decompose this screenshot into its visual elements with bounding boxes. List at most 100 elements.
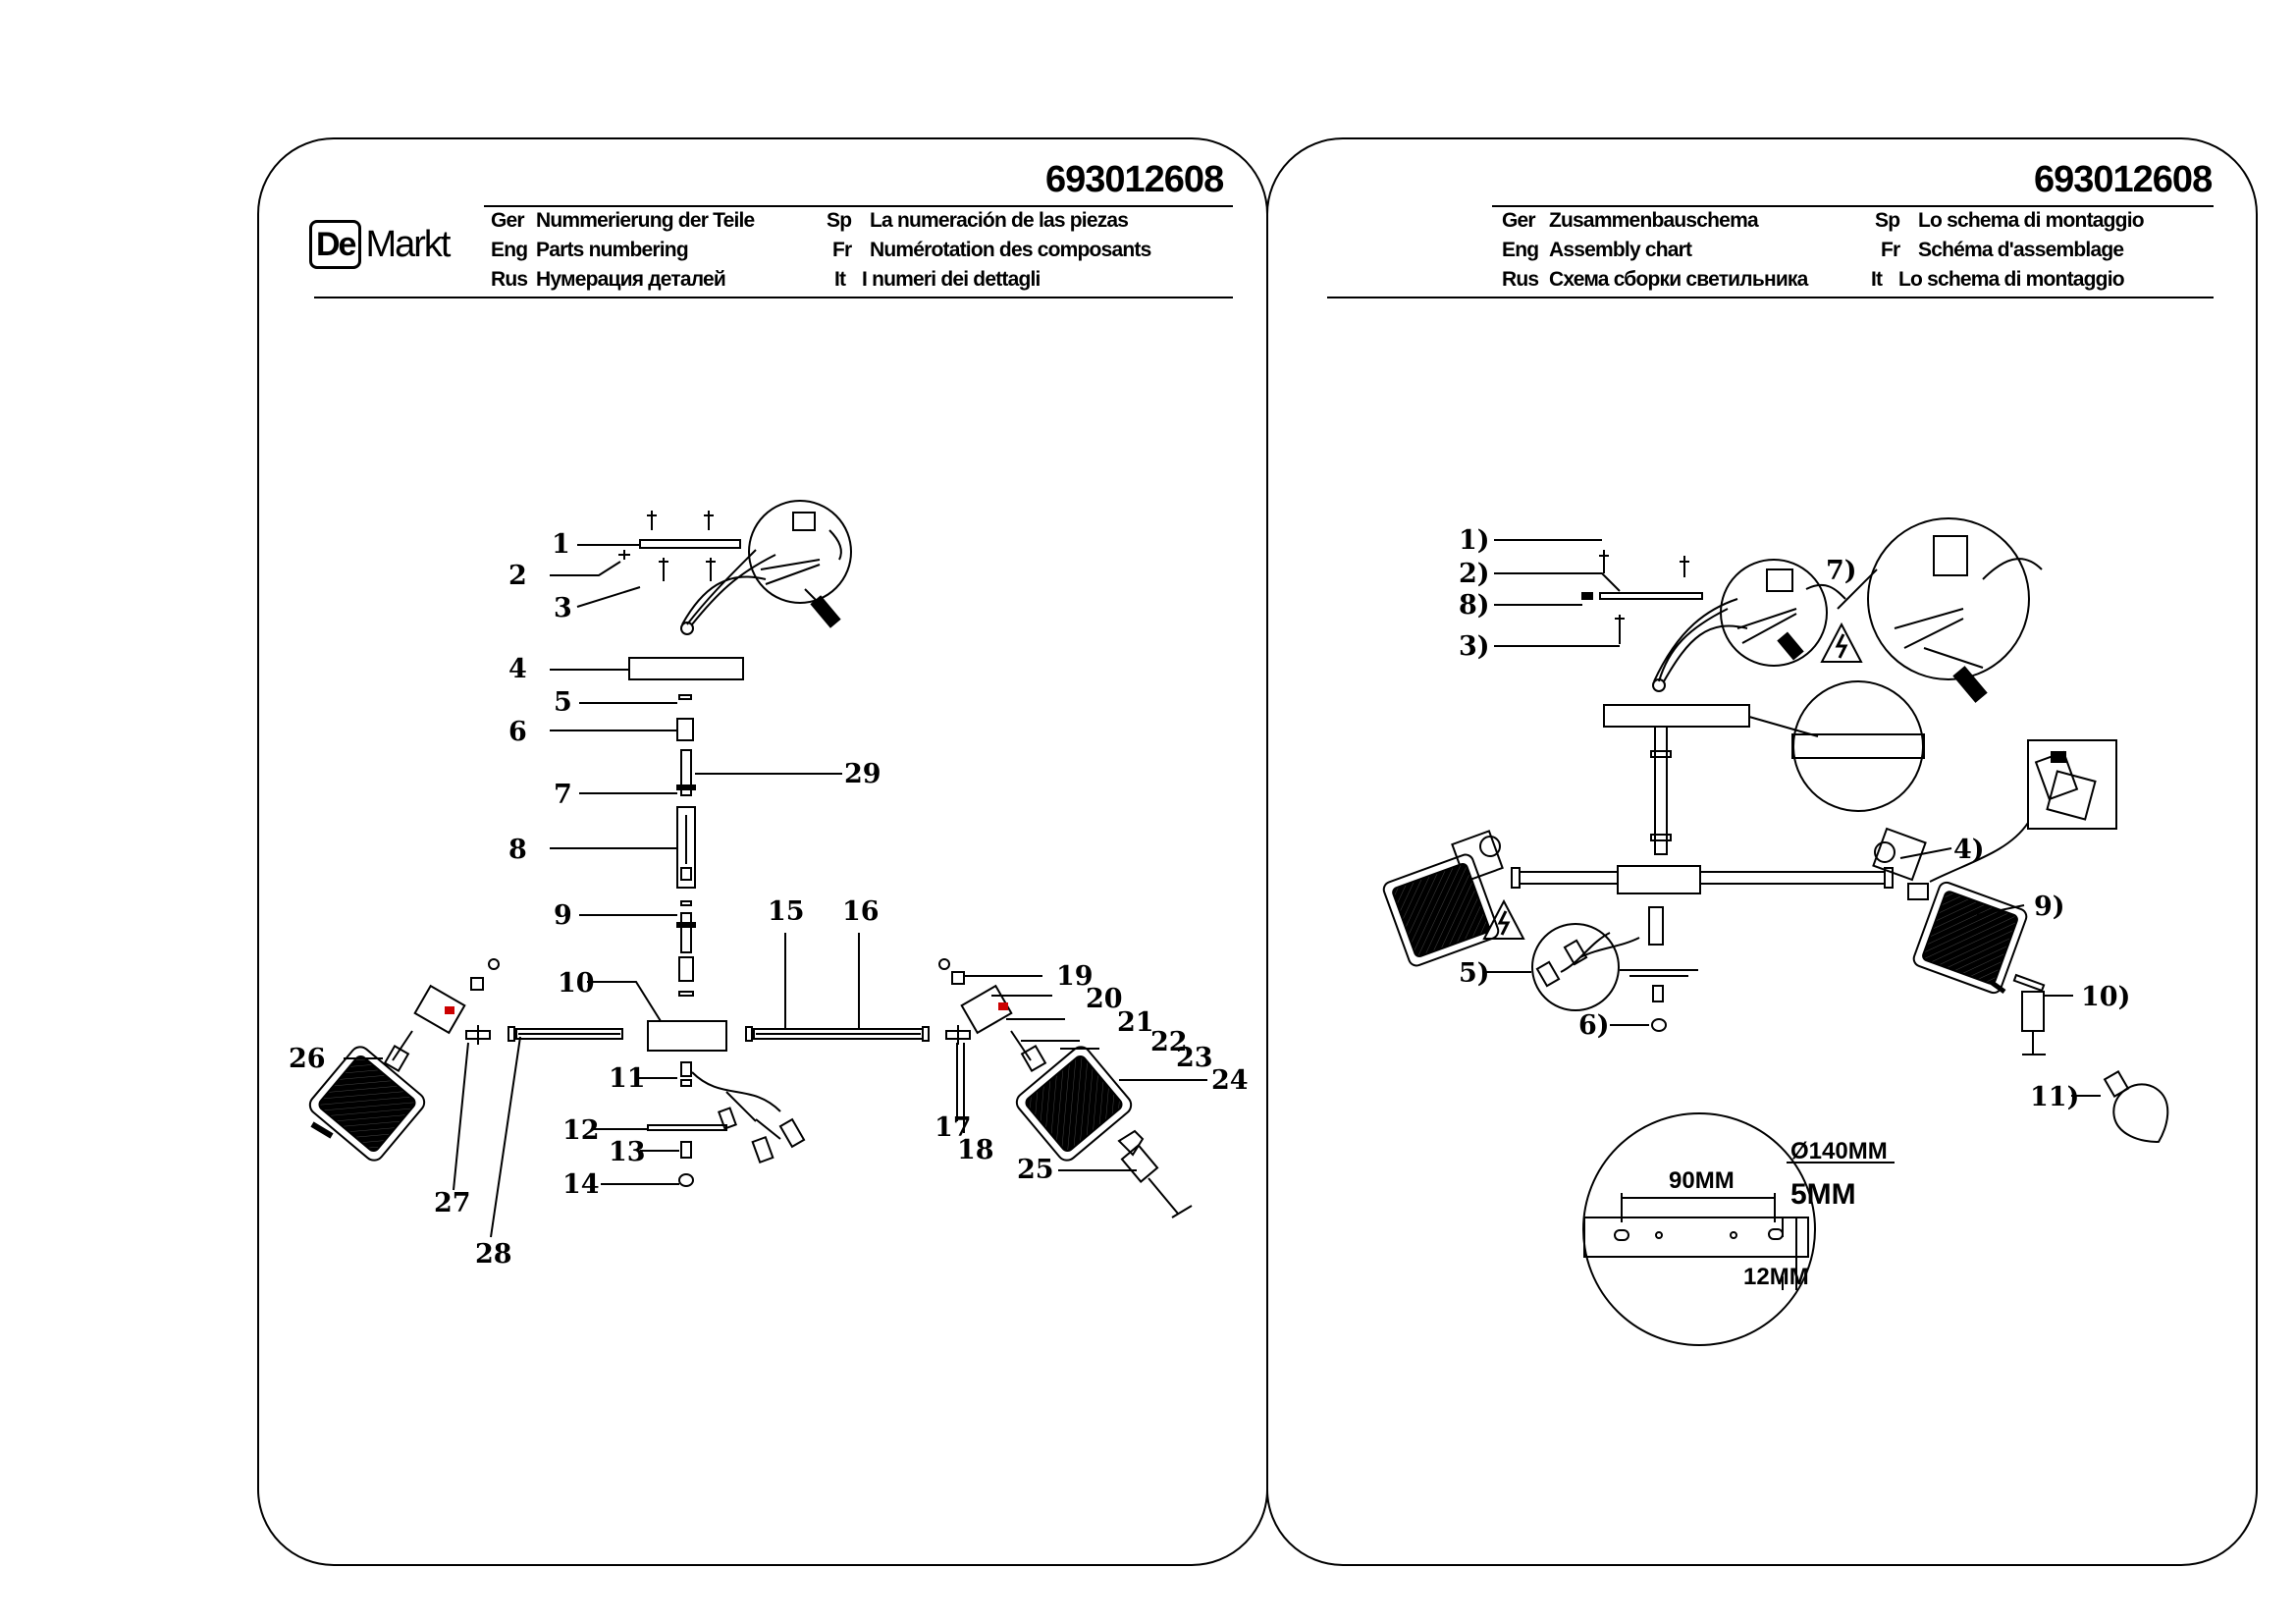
callout-21: 21 <box>1117 1007 1154 1038</box>
callout-8: 8 <box>508 835 527 865</box>
cable-part <box>647 1124 727 1131</box>
callout-9: 9 <box>554 900 572 931</box>
sleeve-part <box>676 718 694 741</box>
callout-27: 27 <box>434 1188 471 1218</box>
header-lang-fr-right: Fr <box>1881 239 1900 261</box>
callout-22: 22 <box>1150 1027 1188 1057</box>
header-lang-it-right: It <box>1871 268 1883 291</box>
brand-logo-box: De <box>309 220 362 269</box>
callout-leaders-left <box>344 544 1207 1238</box>
wiring-detail-circle-2 <box>1867 517 2030 680</box>
header-text-fr-left: Numérotation des composants <box>870 239 1151 261</box>
rod-part <box>680 749 692 796</box>
header-text-rus-right: Схема сборки светильника <box>1549 268 1808 291</box>
electric-warning-icon <box>1820 622 1863 663</box>
header-text-eng-right: Assembly chart <box>1549 239 1692 261</box>
left-shade-part <box>308 1046 426 1162</box>
callout-28: 28 <box>475 1239 512 1270</box>
callout-25: 25 <box>1017 1155 1054 1185</box>
step-4: 4) <box>1953 835 1985 865</box>
mounting-plate-dimension-circle <box>1582 1112 1895 1346</box>
header-text-ger-right: Zusammenbauschema <box>1549 209 1759 232</box>
exploded-parts-diagram <box>308 500 1193 1218</box>
header-rule-bottom-left <box>314 297 1233 298</box>
callout-5: 5 <box>554 687 572 718</box>
nut-part <box>678 694 692 700</box>
callout-7: 7 <box>554 780 572 810</box>
bulb-part <box>1117 1129 1193 1218</box>
header-text-sp-left: La numeración de las piezas <box>870 209 1129 232</box>
right-lamp-head-part <box>960 984 1013 1035</box>
header-text-rus-left: Нумерация деталей <box>536 268 726 291</box>
right-shade-part <box>1015 1046 1133 1162</box>
callout-17: 17 <box>934 1112 972 1143</box>
step-7: 7) <box>1826 556 1857 586</box>
callout-3: 3 <box>554 593 572 623</box>
wiring-detail-circle-1 <box>1720 559 1828 667</box>
step-11: 11) <box>2030 1082 2079 1112</box>
model-number-right: 693012608 <box>2034 159 2213 200</box>
header-text-sp-right: Lo schema di montaggio <box>1918 209 2145 232</box>
assembly-arm <box>1519 871 1886 885</box>
callout-23: 23 <box>1176 1043 1213 1073</box>
callout-19: 19 <box>1056 961 1094 992</box>
callout-24: 24 <box>1211 1065 1249 1096</box>
callout-10: 10 <box>558 968 595 999</box>
step-1: 1) <box>1459 525 1490 556</box>
header-lang-eng-left: Eng <box>491 239 528 261</box>
assembly-right-shade <box>1912 881 2028 995</box>
dimension-diameter: Ø140MM <box>1790 1138 1888 1164</box>
header-text-it-left: I numeri dei dettagli <box>862 268 1041 291</box>
header-lang-fr-left: Fr <box>832 239 852 261</box>
assembly-chart-diagram <box>1382 517 2169 1346</box>
callout-29: 29 <box>844 759 881 789</box>
dimension-depth: 5MM <box>1790 1178 1856 1211</box>
callout-20: 20 <box>1086 984 1123 1014</box>
right-page-frame <box>1266 137 2258 1566</box>
step-9: 9) <box>2034 892 2065 922</box>
header-rule-bottom-right <box>1327 297 2214 298</box>
assembly-canopy <box>1603 704 1750 728</box>
callout-11: 11 <box>609 1063 646 1094</box>
dimension-height: 12MM <box>1743 1264 1809 1290</box>
header-lang-ger-right: Ger <box>1502 209 1536 232</box>
connector-part <box>680 1061 692 1077</box>
assembly-bracket <box>1599 592 1703 600</box>
hub-part <box>647 1020 727 1052</box>
header-lang-sp-right: Sp <box>1875 209 1900 232</box>
dimension-spacing: 90MM <box>1669 1167 1735 1194</box>
assembly-left-shade <box>1382 853 1500 967</box>
left-lamp-head-part <box>413 984 466 1035</box>
model-number-left: 693012608 <box>1045 159 1224 200</box>
step-10: 10) <box>2081 982 2130 1012</box>
step-3: 3) <box>1459 631 1490 662</box>
assembly-bulb <box>2103 1069 2169 1143</box>
left-page-frame <box>257 137 1268 1566</box>
header-lang-sp-left: Sp <box>827 209 852 232</box>
header-lang-rus-right: Rus <box>1502 268 1539 291</box>
header-lang-ger-left: Ger <box>491 209 525 232</box>
callout-13: 13 <box>609 1137 646 1167</box>
callout-16: 16 <box>842 896 880 927</box>
lower-rod-part <box>680 912 692 953</box>
header-lang-eng-right: Eng <box>1502 239 1539 261</box>
brand-logo-text: Markt <box>365 223 451 265</box>
header-text-it-right: Lo schema di montaggio <box>1898 268 2125 291</box>
callout-leaders-right <box>1484 539 2101 1097</box>
brand-logo: De Markt <box>309 218 451 271</box>
terminal-block-detail-circle <box>1531 923 1620 1011</box>
terminal-detail-circle <box>748 500 852 628</box>
callout-15: 15 <box>768 896 805 927</box>
callout-2: 2 <box>508 561 527 591</box>
callout-6: 6 <box>508 717 527 747</box>
assembly-inset-box <box>2027 739 2117 830</box>
callout-14: 14 <box>562 1169 600 1200</box>
callout-1: 1 <box>552 529 570 560</box>
header-rule-top-right <box>1492 205 2214 207</box>
callout-18: 18 <box>957 1135 994 1165</box>
header-text-ger-left: Nummerierung der Teile <box>536 209 755 232</box>
left-arm-part <box>515 1028 623 1040</box>
assembly-warning-icon <box>1482 898 1525 940</box>
header-lang-it-left: It <box>834 268 846 291</box>
canopy-part <box>628 657 744 680</box>
